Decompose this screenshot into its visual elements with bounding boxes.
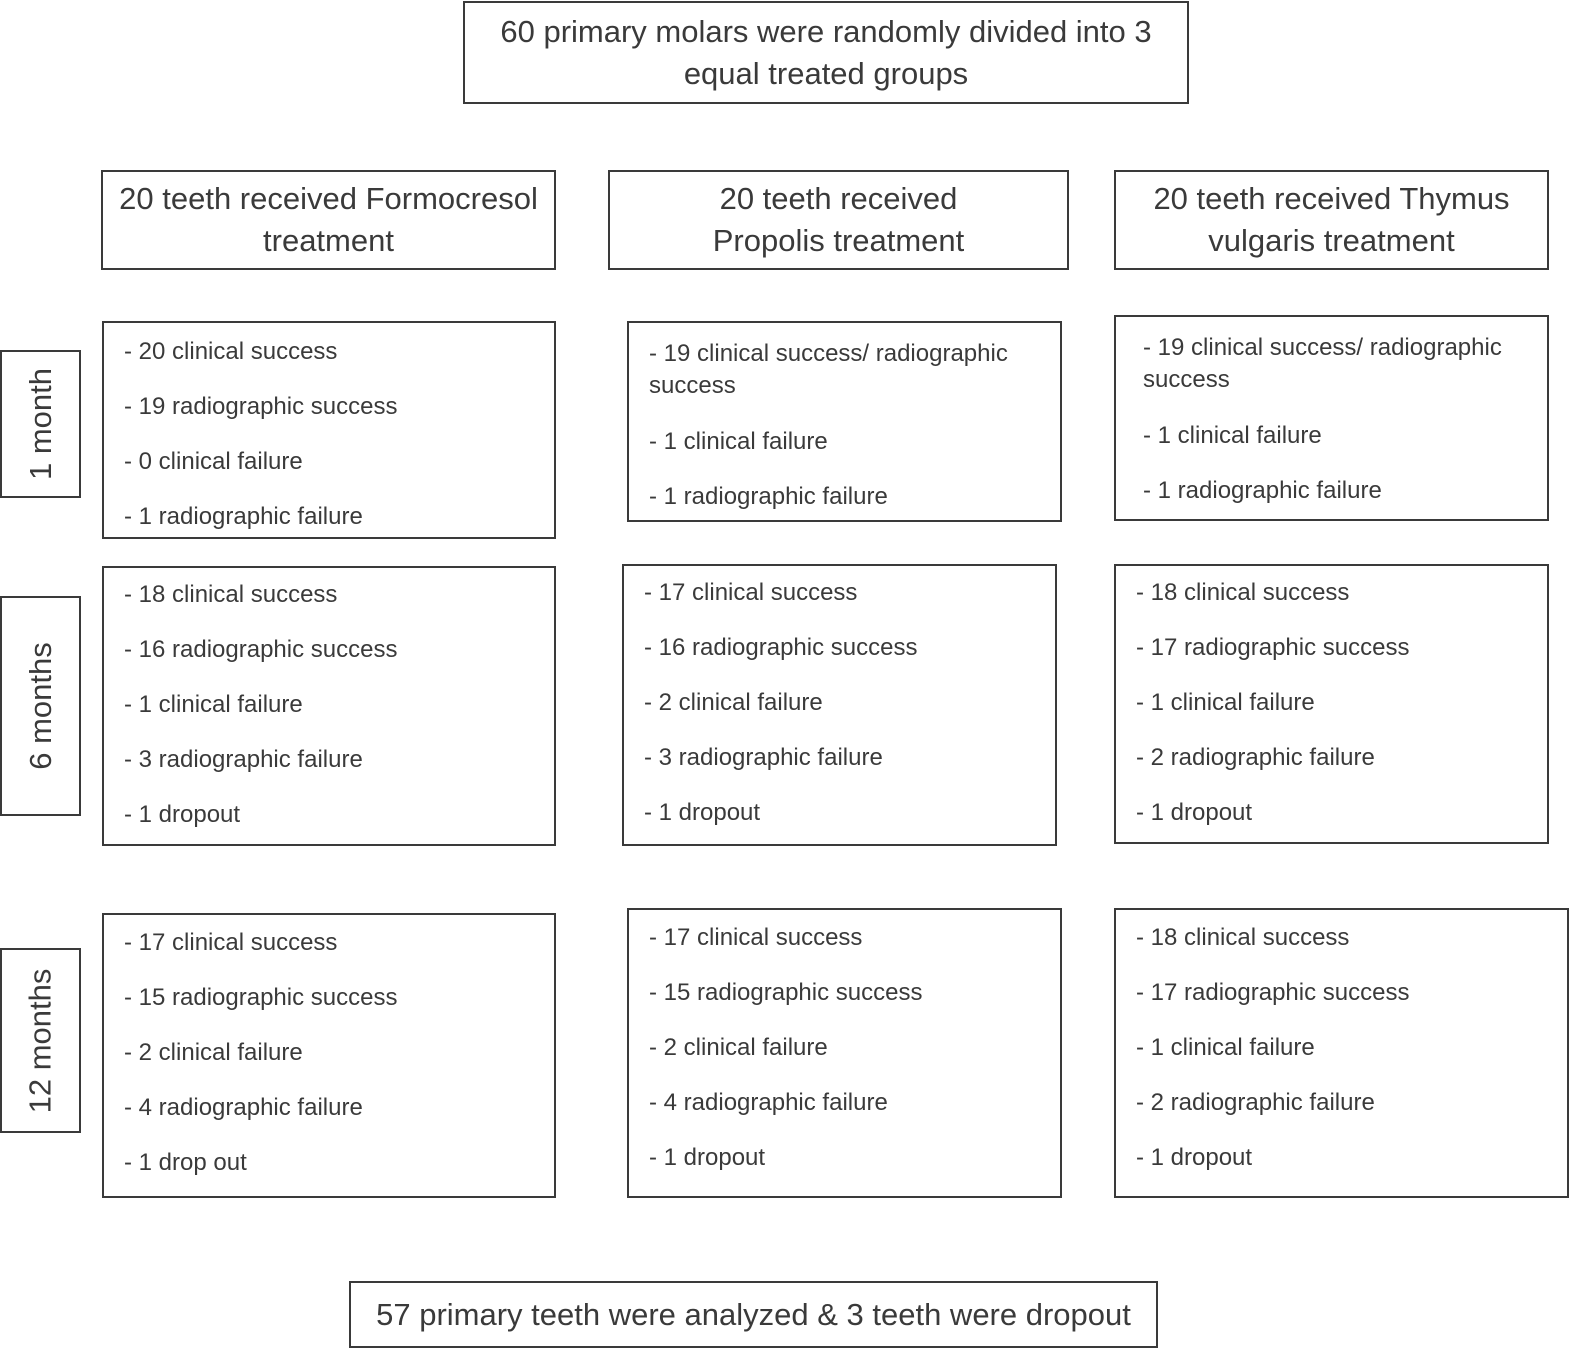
period-label-12-months: 12 months <box>22 968 58 1113</box>
result-line: - 0 clinical failure <box>124 448 303 475</box>
results-12-months-formocresol: - 17 clinical success - 15 radiographic … <box>102 913 556 1198</box>
group-label-formocresol: 20 teeth received Formocresol treatment <box>119 181 538 258</box>
result-line: - 3 radiographic failure <box>124 746 363 773</box>
result-line: - 1 clinical failure <box>124 691 303 718</box>
result-line: - 15 radiographic success <box>649 979 923 1006</box>
result-line: - 2 radiographic failure <box>1136 744 1375 771</box>
result-line: - 4 radiographic failure <box>124 1094 363 1121</box>
result-line: - 1 dropout <box>124 801 241 828</box>
result-line: - 18 clinical success <box>1136 924 1350 951</box>
result-line: - 2 clinical failure <box>644 689 823 716</box>
result-line: - 19 radiographic success <box>124 393 398 420</box>
result-line: - 18 clinical success <box>124 581 338 608</box>
result-line: - 1 dropout <box>644 799 761 826</box>
group-box-propolis: 20 teeth received Propolis treatment <box>608 170 1069 270</box>
result-line: - 20 clinical success <box>124 338 338 365</box>
result-line: - 17 radiographic success <box>1136 634 1410 661</box>
results-12-months-propolis: - 17 clinical success - 15 radiographic … <box>627 908 1062 1198</box>
result-line: - 19 clinical success/ radiographic succ… <box>1143 334 1502 393</box>
result-line: - 1 dropout <box>649 1144 766 1171</box>
result-line: - 1 radiographic failure <box>1143 477 1382 504</box>
results-6-months-propolis: - 17 clinical success - 16 radiographic … <box>622 564 1057 846</box>
result-line: - 17 clinical success <box>644 579 858 606</box>
result-line: - 16 radiographic success <box>124 636 398 663</box>
footer-box: 57 primary teeth were analyzed & 3 teeth… <box>349 1281 1158 1348</box>
group-box-formocresol: 20 teeth received Formocresol treatment <box>101 170 556 270</box>
group-label-thymus: 20 teeth received Thymus vulgaris treatm… <box>1153 181 1510 258</box>
period-box-6-months: 6 months <box>0 596 81 816</box>
results-12-months-thymus: - 18 clinical success - 17 radiographic … <box>1114 908 1569 1198</box>
footer-text: 57 primary teeth were analyzed & 3 teeth… <box>376 1296 1131 1332</box>
result-line: - 4 radiographic failure <box>649 1089 888 1116</box>
result-line: - 2 clinical failure <box>649 1034 828 1061</box>
result-line: - 1 dropout <box>1136 799 1253 826</box>
results-1-month-formocresol: - 20 clinical success - 19 radiographic … <box>102 321 556 539</box>
header-box: 60 primary molars were randomly divided … <box>463 1 1189 104</box>
result-line: - 17 clinical success <box>649 924 863 951</box>
result-line: - 1 dropout <box>1136 1144 1253 1171</box>
result-line: - 1 clinical failure <box>1136 689 1315 716</box>
results-6-months-thymus: - 18 clinical success - 17 radiographic … <box>1114 564 1549 844</box>
result-line: - 17 clinical success <box>124 929 338 956</box>
period-box-12-months: 12 months <box>0 948 81 1133</box>
header-text: 60 primary molars were randomly divided … <box>500 13 1152 91</box>
result-line: - 15 radiographic success <box>124 984 398 1011</box>
result-line: - 1 clinical failure <box>1136 1034 1315 1061</box>
result-line: - 1 drop out <box>124 1149 247 1176</box>
results-1-month-propolis: - 19 clinical success/ radiographic succ… <box>627 321 1062 522</box>
result-line: - 18 clinical success <box>1136 579 1350 606</box>
result-line: - 1 radiographic failure <box>124 503 363 530</box>
period-box-1-month: 1 month <box>0 350 81 498</box>
result-line: - 19 clinical success/ radiographic succ… <box>649 340 1008 399</box>
period-label-6-months: 6 months <box>22 642 58 770</box>
result-line: - 1 clinical failure <box>649 428 828 455</box>
result-line: - 16 radiographic success <box>644 634 918 661</box>
result-line: - 2 clinical failure <box>124 1039 303 1066</box>
results-6-months-formocresol: - 18 clinical success - 16 radiographic … <box>102 566 556 846</box>
result-line: - 3 radiographic failure <box>644 744 883 771</box>
group-label-propolis: 20 teeth received Propolis treatment <box>712 181 965 258</box>
group-box-thymus: 20 teeth received Thymus vulgaris treatm… <box>1114 170 1549 270</box>
result-line: - 1 radiographic failure <box>649 483 888 510</box>
result-line: - 2 radiographic failure <box>1136 1089 1375 1116</box>
results-1-month-thymus: - 19 clinical success/ radiographic succ… <box>1114 315 1549 521</box>
period-label-1-month: 1 month <box>22 367 58 481</box>
result-line: - 1 clinical failure <box>1143 422 1322 449</box>
result-line: - 17 radiographic success <box>1136 979 1410 1006</box>
